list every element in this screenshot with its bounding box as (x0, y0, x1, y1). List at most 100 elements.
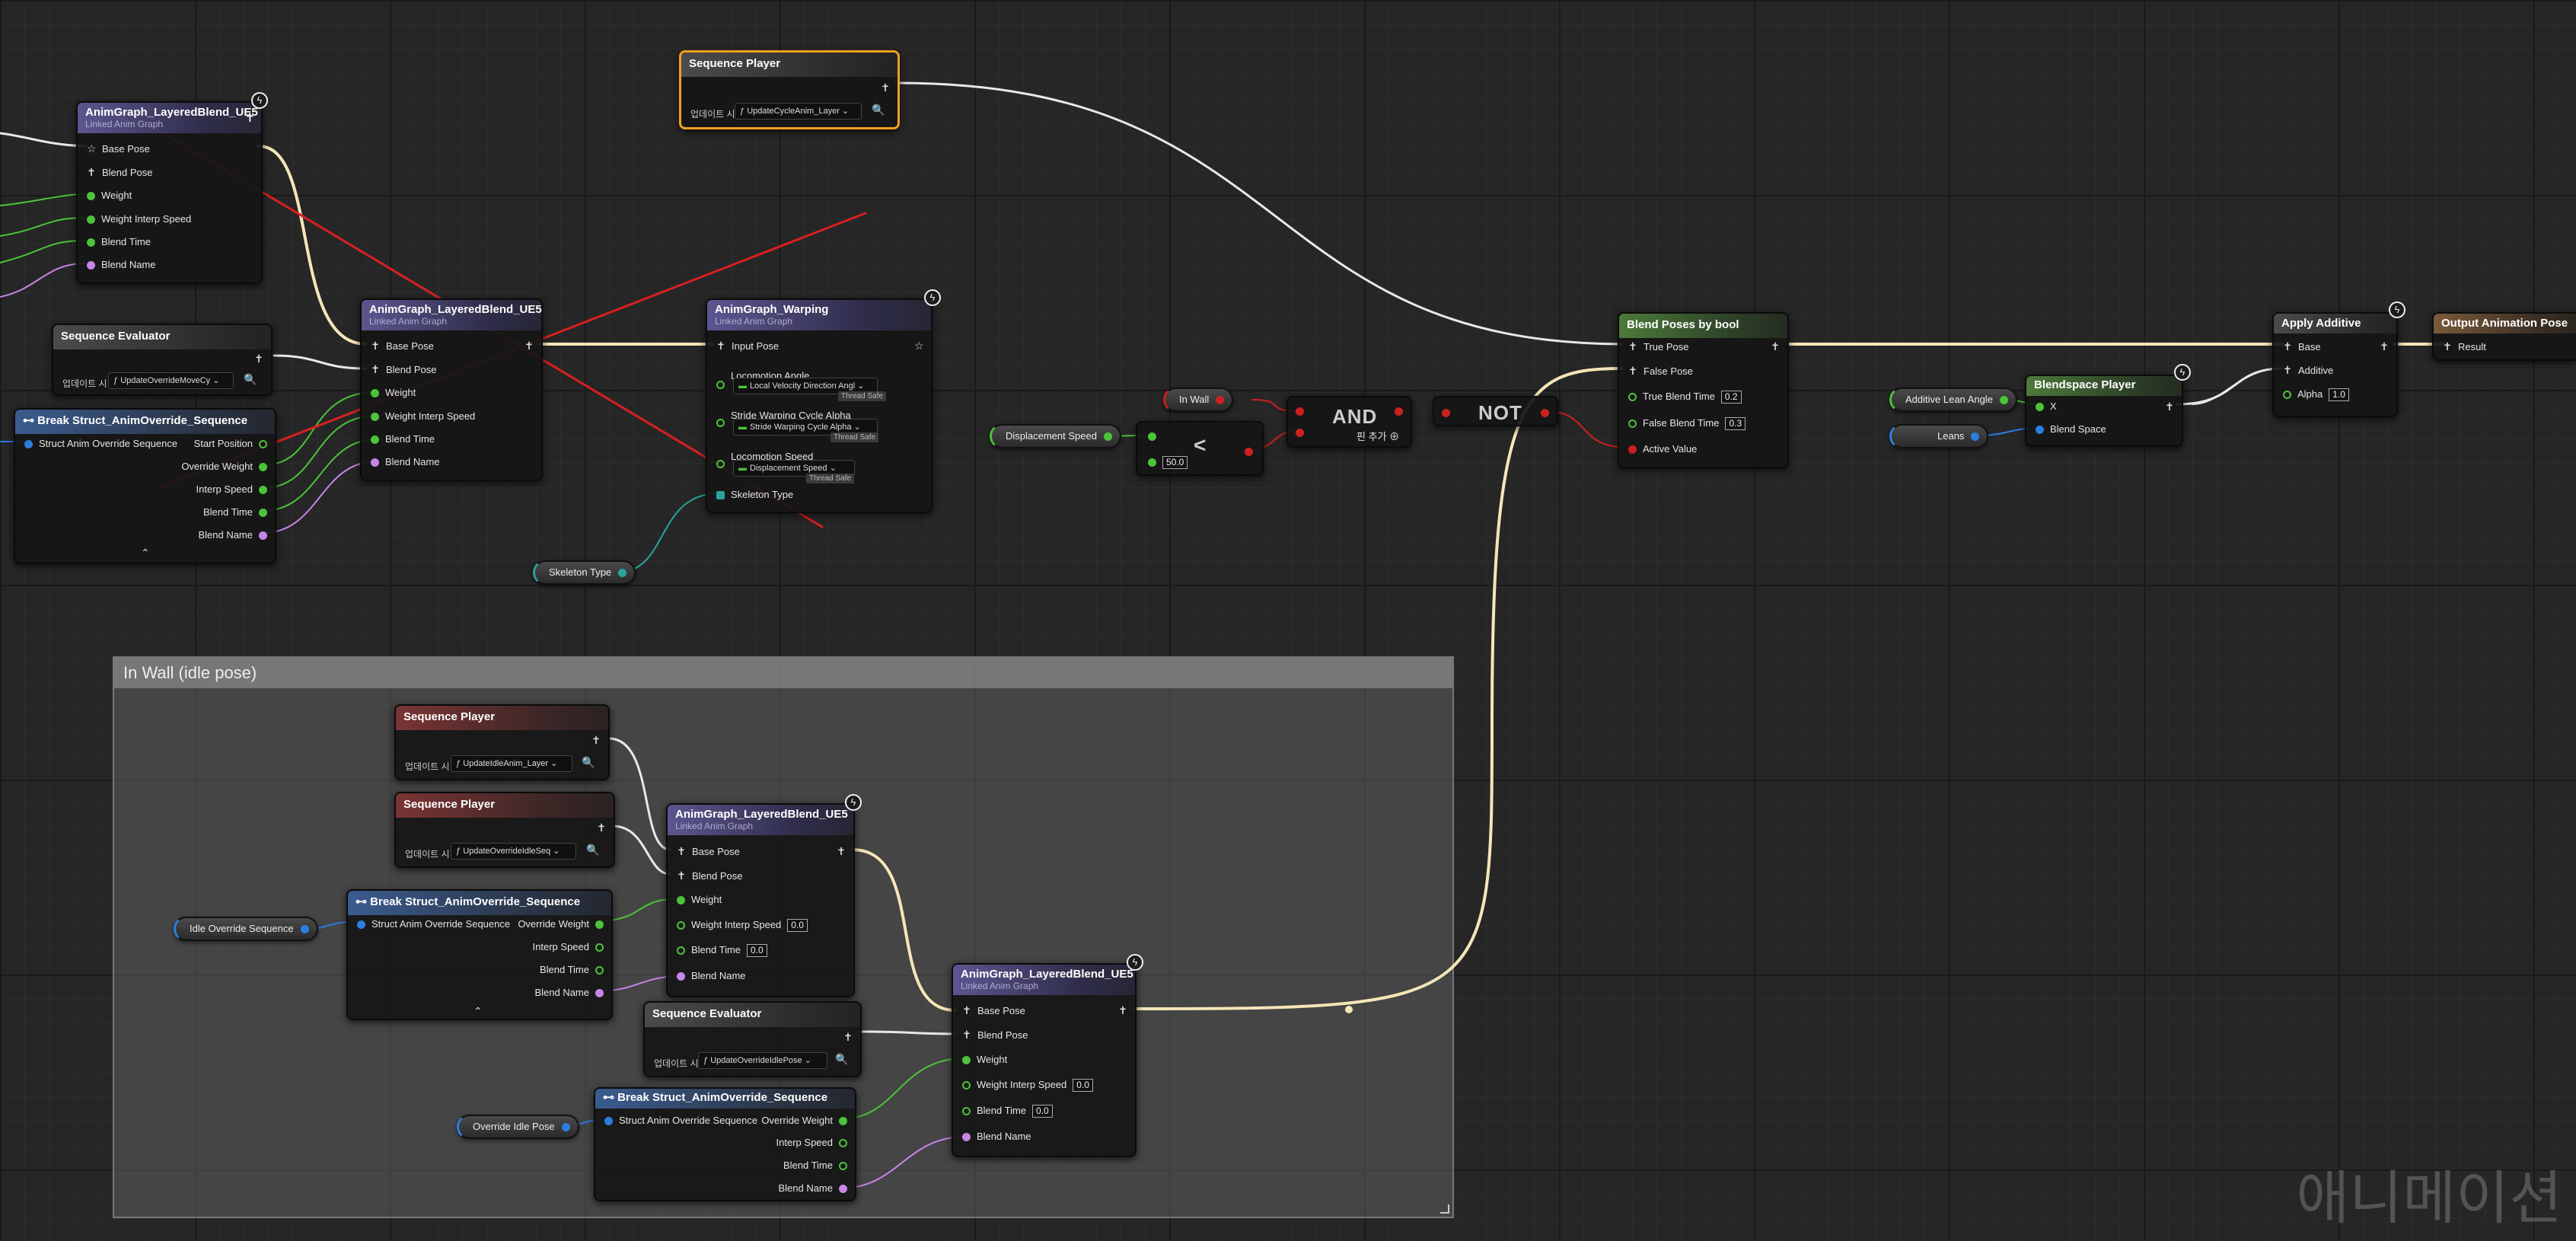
pin-skeleton-type[interactable]: Skeleton Type (716, 489, 793, 501)
sequence-evaluator-node-2[interactable]: Sequence Evaluator ✝ 업데이트 시 ƒ UpdateOver… (643, 1001, 862, 1077)
pin-x[interactable]: X (2036, 400, 2057, 413)
pin-blend-name[interactable]: Blend Name (778, 1182, 847, 1195)
search-icon[interactable]: 🔍 (582, 756, 595, 768)
pin-output-pose[interactable]: ☆ (908, 340, 924, 353)
pin-output-pose[interactable]: ✝ (875, 81, 890, 94)
node-header[interactable]: ⊷ Break Struct_AnimOverride_Sequence (595, 1089, 855, 1109)
update-function-dropdown[interactable]: ƒ UpdateOverrideMoveCy ⌄ (108, 372, 234, 389)
pin-blend-name[interactable]: Blend Name (962, 1131, 1031, 1143)
pin-output-pose[interactable]: ✝ (248, 353, 263, 365)
pin-struct-input[interactable]: Struct Anim Override Sequence (357, 918, 510, 930)
pin-base-pose[interactable]: ✝Base Pose (677, 845, 740, 858)
pin-result[interactable] (1388, 405, 1403, 417)
pin-output-pose[interactable]: ✝ (518, 340, 534, 353)
pin-b[interactable]: 50.0 (1148, 456, 1188, 469)
layered-blend-node-1[interactable]: AnimGraph_LayeredBlend_UE5 Linked Anim G… (76, 101, 263, 284)
pin-base-pose[interactable]: ✝Base Pose (962, 1004, 1025, 1017)
node-header[interactable]: Sequence Player (681, 53, 897, 77)
pin-start-position[interactable]: Start Position (194, 438, 267, 450)
value-box[interactable]: 0.0 (1032, 1105, 1053, 1118)
pin-weight-interp-speed[interactable]: Weight Interp Speed (371, 410, 475, 423)
value-box[interactable]: 0.0 (747, 944, 767, 957)
pin-a[interactable] (1296, 405, 1310, 417)
pin-override-weight[interactable]: Override Weight (518, 918, 604, 930)
break-struct-node-3[interactable]: ⊷ Break Struct_AnimOverride_Sequence Str… (594, 1087, 856, 1201)
node-header[interactable]: Sequence Evaluator (645, 1003, 860, 1027)
search-icon[interactable]: 🔍 (586, 844, 600, 856)
node-header[interactable]: AnimGraph_Warping Linked Anim Graph (707, 300, 931, 330)
pin-struct-input[interactable]: Struct Anim Override Sequence (24, 438, 177, 450)
value-box[interactable]: 0.3 (1725, 417, 1746, 430)
in-wall-getter[interactable]: In Wall (1163, 388, 1234, 412)
search-icon[interactable]: 🔍 (244, 373, 257, 385)
pin-blend-time[interactable]: Blend Time (783, 1160, 847, 1172)
pin-active-value[interactable]: Active Value (1628, 443, 1697, 455)
sequence-player-node-top[interactable]: Sequence Player ✝ 업데이트 시 ƒ UpdateCycleAn… (679, 50, 900, 129)
update-function-dropdown[interactable]: ƒ UpdateOverrideIdleSeq ⌄ (451, 843, 576, 860)
pin-weight-interp-speed[interactable]: Weight Interp Speed (87, 213, 191, 225)
pin-result[interactable]: ✝Result (2443, 340, 2486, 353)
pin-struct-input[interactable]: Struct Anim Override Sequence (604, 1115, 757, 1127)
update-function-dropdown[interactable]: ƒ UpdateIdleAnim_Layer ⌄ (451, 755, 572, 772)
node-header[interactable]: Sequence Player (396, 793, 614, 818)
pin-weight[interactable]: Weight (87, 190, 132, 202)
override-idle-pose-getter[interactable]: Override Idle Pose (457, 1115, 579, 1139)
warping-node[interactable]: AnimGraph_Warping Linked Anim Graph ✝Inp… (706, 298, 933, 513)
pin-weight[interactable]: Weight (371, 387, 416, 399)
comment-title[interactable]: In Wall (idle pose) (114, 658, 1452, 688)
pin-additive[interactable]: ✝Additive (2283, 364, 2333, 377)
pin-blend-pose[interactable]: ✝Blend Pose (371, 363, 436, 376)
node-header[interactable]: AnimGraph_LayeredBlend_UE5 Linked Anim G… (668, 805, 853, 835)
node-header[interactable]: Blend Poses by bool (1619, 314, 1787, 338)
value-box[interactable]: 0.0 (787, 919, 808, 932)
pin-blend-pose[interactable]: ✝Blend Pose (87, 166, 152, 179)
pin-blend-time[interactable]: Blend Time (540, 964, 604, 976)
pin-blend-name[interactable]: Blend Name (371, 456, 440, 468)
pin-output-pose[interactable]: ✝ (837, 1031, 853, 1044)
pin-result[interactable] (1535, 407, 1549, 419)
skeleton-type-getter[interactable]: Skeleton Type (533, 560, 636, 585)
value-box[interactable]: 50.0 (1162, 456, 1188, 469)
value-box[interactable]: 0.2 (1720, 391, 1742, 404)
node-header[interactable]: Sequence Evaluator (53, 325, 271, 349)
search-icon[interactable]: 🔍 (835, 1053, 849, 1065)
update-function-dropdown[interactable]: ƒ UpdateOverrideIdlePose ⌄ (698, 1052, 827, 1069)
not-node[interactable]: NOT (1433, 396, 1558, 426)
output-pose-node[interactable]: Output Animation Pose ✝Result (2432, 312, 2576, 361)
break-struct-node-1[interactable]: ⊷ Break Struct_AnimOverride_Sequence Str… (14, 408, 276, 564)
pin-interp-speed[interactable]: Interp Speed (196, 483, 267, 496)
pin-blend-space[interactable]: Blend Space (2036, 423, 2106, 435)
pin-output-pose[interactable]: ✝ (585, 734, 601, 747)
pin-override-weight[interactable]: Override Weight (761, 1115, 847, 1127)
less-than-node[interactable]: 50.0 < (1136, 421, 1264, 476)
pin-output-pose[interactable]: ✝ (2159, 400, 2174, 413)
pin-output-pose[interactable]: ✝ (2374, 340, 2389, 353)
pin-blend-name[interactable]: Blend Name (198, 529, 267, 541)
pin-base-pose[interactable]: ✝Base Pose (371, 340, 434, 353)
layered-blend-node-4[interactable]: AnimGraph_LayeredBlend_UE5 Linked Anim G… (952, 963, 1137, 1157)
and-node[interactable]: AND 핀 추가 ⊕ (1286, 396, 1412, 448)
additive-lean-angle-getter[interactable]: Additive Lean Angle (1889, 388, 2017, 412)
sequence-player-override-idle-node[interactable]: Sequence Player ✝ 업데이트 시 ƒ UpdateOverrid… (394, 792, 615, 868)
pin-false-pose[interactable]: ✝False Pose (1628, 365, 1693, 378)
node-header[interactable]: Apply Additive (2274, 314, 2396, 333)
pin-blend-name[interactable]: Blend Name (534, 987, 604, 999)
displacement-speed-getter[interactable]: Displacement Speed (990, 424, 1121, 448)
pin-weight[interactable]: Weight (962, 1054, 1007, 1066)
pin-interp-speed[interactable]: Interp Speed (776, 1137, 847, 1149)
pin-weight[interactable]: Weight (677, 894, 722, 906)
pin-output-pose[interactable]: ✝ (831, 845, 846, 858)
node-header[interactable]: ⊷ Break Struct_AnimOverride_Sequence (15, 410, 275, 434)
blendspace-player-node[interactable]: Blendspace Player X ✝ Blend Space (2025, 375, 2183, 447)
node-header[interactable]: Blendspace Player (2026, 376, 2182, 396)
value-box[interactable]: 1.0 (2329, 388, 2349, 401)
pin-true-pose[interactable]: ✝True Pose (1628, 340, 1688, 353)
pin-output-pose[interactable]: ✝ (1112, 1004, 1127, 1017)
layered-blend-node-3[interactable]: AnimGraph_LayeredBlend_UE5 Linked Anim G… (666, 803, 855, 997)
value-box[interactable]: 0.0 (1073, 1079, 1093, 1092)
update-function-dropdown[interactable]: ƒ UpdateCycleAnim_Layer ⌄ (735, 103, 862, 120)
